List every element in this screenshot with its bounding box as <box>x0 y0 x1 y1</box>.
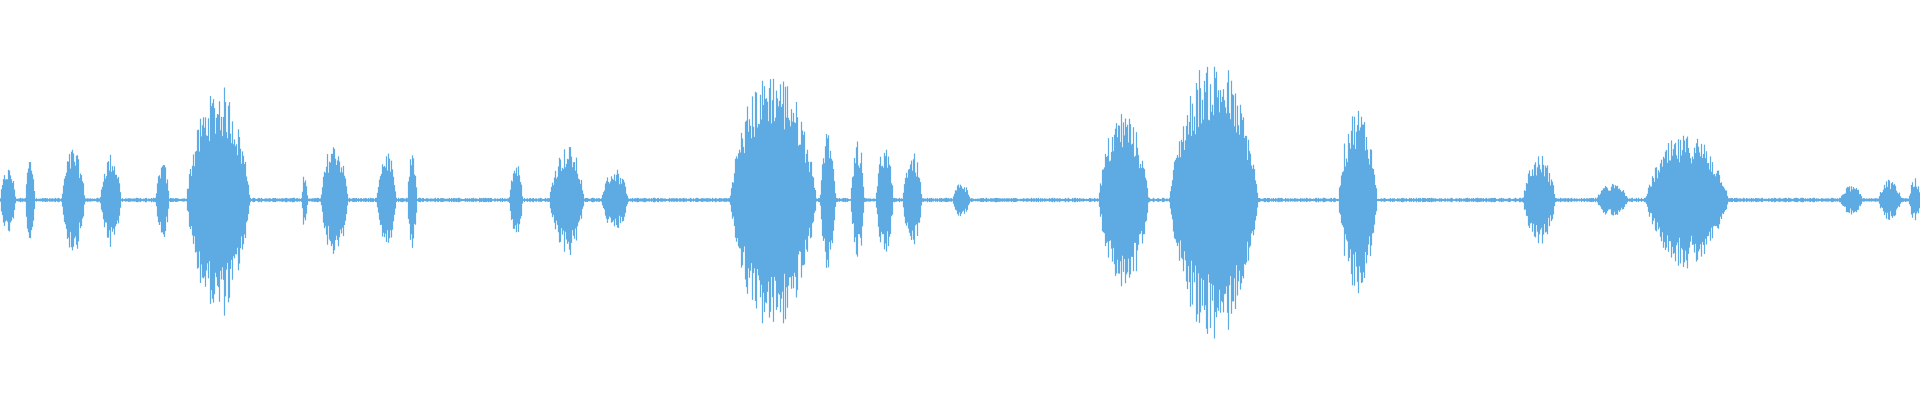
waveform-path <box>0 66 1920 339</box>
